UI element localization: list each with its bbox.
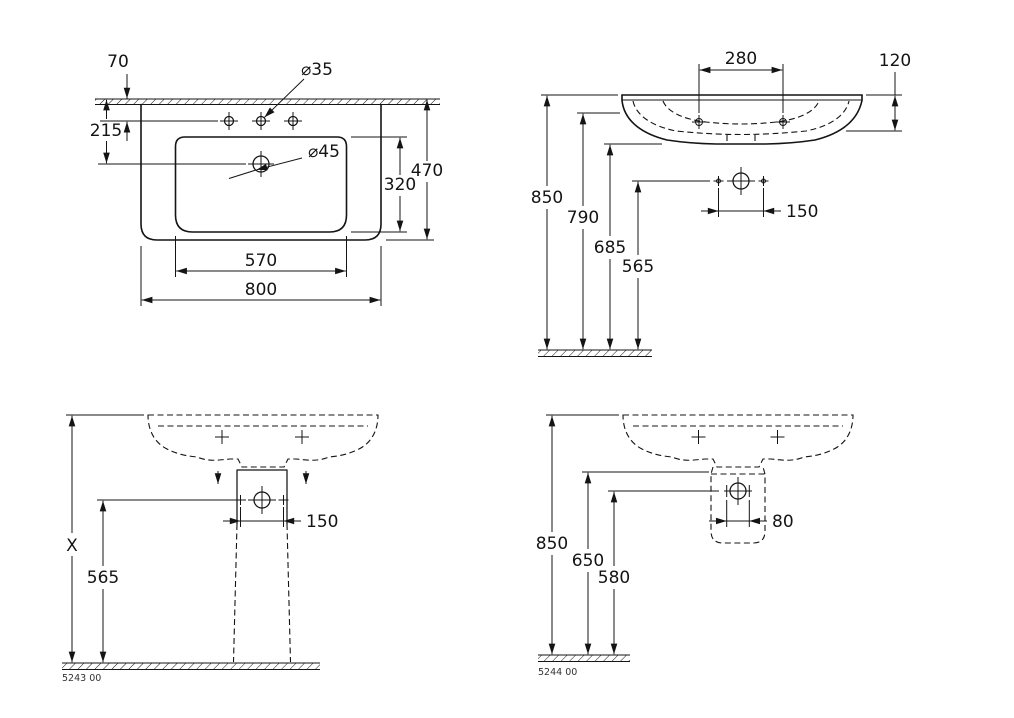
pedestal-hidden-outline: [232, 523, 292, 663]
dim-rim-height: 850: [536, 414, 619, 655]
dim-total-height-label: X: [66, 536, 78, 556]
basin-hidden-outline: [622, 414, 854, 468]
dim-total-height: X: [66, 414, 144, 663]
dim-drain-offset: 215: [90, 99, 246, 165]
floor-section: [62, 662, 320, 670]
dim-drain-fixing-span: 80: [709, 500, 794, 532]
dim-cover-fixing-span-label: 80: [772, 512, 794, 532]
semi-pedestal-view: 80 850 650 580 5244 00: [536, 414, 854, 678]
inner-bowl: [174, 136, 348, 233]
dim-fixing-span: 280: [698, 49, 784, 113]
dim-tap-offset-label: 70: [107, 52, 129, 72]
dim-overall-width: 800: [140, 246, 382, 306]
dim-underside-height: 790: [567, 112, 620, 350]
part-number-semi-pedestal: 5244 00: [538, 667, 577, 678]
hidden-bowl-line: [662, 100, 820, 125]
dim-body-bottom-height: 685: [594, 143, 662, 350]
dim-cover-bottom-height: 650: [572, 471, 709, 655]
fixing-direction-arrows: [214, 471, 310, 484]
basin-hidden-outline: [147, 414, 379, 468]
dim-drain-height: 565: [622, 180, 710, 350]
dim-overall-depth: 470: [386, 99, 443, 241]
dim-bowl-width: 570: [175, 236, 347, 277]
dim-drain-fixing-span-label: 150: [786, 202, 818, 222]
dim-cover-drain-height-label: 580: [598, 568, 630, 588]
fixing-template: [236, 469, 288, 524]
basin-front-outline: [621, 94, 863, 145]
part-number-pedestal: 5243 00: [62, 673, 101, 684]
tap-hole-diameter-label: ⌀35: [301, 60, 333, 80]
dim-bowl-width-label: 570: [245, 251, 277, 271]
dim-underside-height-label: 790: [567, 208, 599, 228]
hidden-bowl-line: [632, 100, 850, 136]
dim-pedestal-drain-height-label: 565: [87, 568, 119, 588]
dim-drain-offset-label: 215: [90, 121, 122, 141]
front-view: 280 120 150 850 790: [531, 49, 911, 357]
floor-section: [538, 349, 652, 357]
dim-cover-rim-height-label: 850: [536, 534, 568, 554]
pedestal-view: 150 X 565 5243 00: [62, 414, 379, 684]
basin-outline: [140, 103, 382, 241]
dim-body-bottom-height-label: 685: [594, 238, 626, 258]
dim-fixing-span-label: 280: [725, 49, 757, 69]
dim-drain-height: 565: [87, 499, 246, 663]
label-drain-diameter: ⌀45: [228, 142, 340, 179]
dim-cover-bottom-height-label: 650: [572, 551, 604, 571]
dim-overall-depth-label: 470: [411, 161, 443, 181]
dim-bowl-depth: 320: [351, 136, 416, 233]
dim-bowl-depth-label: 320: [384, 175, 416, 195]
dim-drain-fixing-span: 150: [701, 188, 818, 222]
dim-rim-height-label: 850: [531, 188, 563, 208]
dim-drain-height: 580: [598, 490, 719, 655]
dim-pedestal-fixing-span-label: 150: [306, 512, 338, 532]
top-view: ⌀35 ⌀45 70 215 320 470 570: [90, 52, 443, 306]
label-tap-hole-diameter: ⌀35: [264, 60, 333, 118]
wall-fixing-holes: [692, 115, 790, 129]
wall-section: [95, 98, 440, 105]
dim-drain-height-label: 565: [622, 257, 654, 277]
floor-section: [538, 654, 630, 662]
dim-tap-offset: 70: [100, 52, 218, 141]
dim-front-height-label: 120: [879, 51, 911, 71]
drain-hole: [235, 486, 289, 514]
dim-front-height: 120: [846, 51, 911, 132]
dim-overall-width-label: 800: [245, 280, 277, 300]
dim-rim-height: 850: [531, 94, 618, 350]
dim-drain-fixing-span: 150: [223, 507, 338, 532]
drain-diameter-label: ⌀45: [308, 142, 340, 162]
siphon-cover-hidden-outline: [710, 466, 766, 544]
tap-holes: [220, 112, 302, 130]
drain-hole: [724, 477, 752, 505]
drain-fitting: [713, 167, 769, 195]
drain-hole: [248, 151, 274, 177]
